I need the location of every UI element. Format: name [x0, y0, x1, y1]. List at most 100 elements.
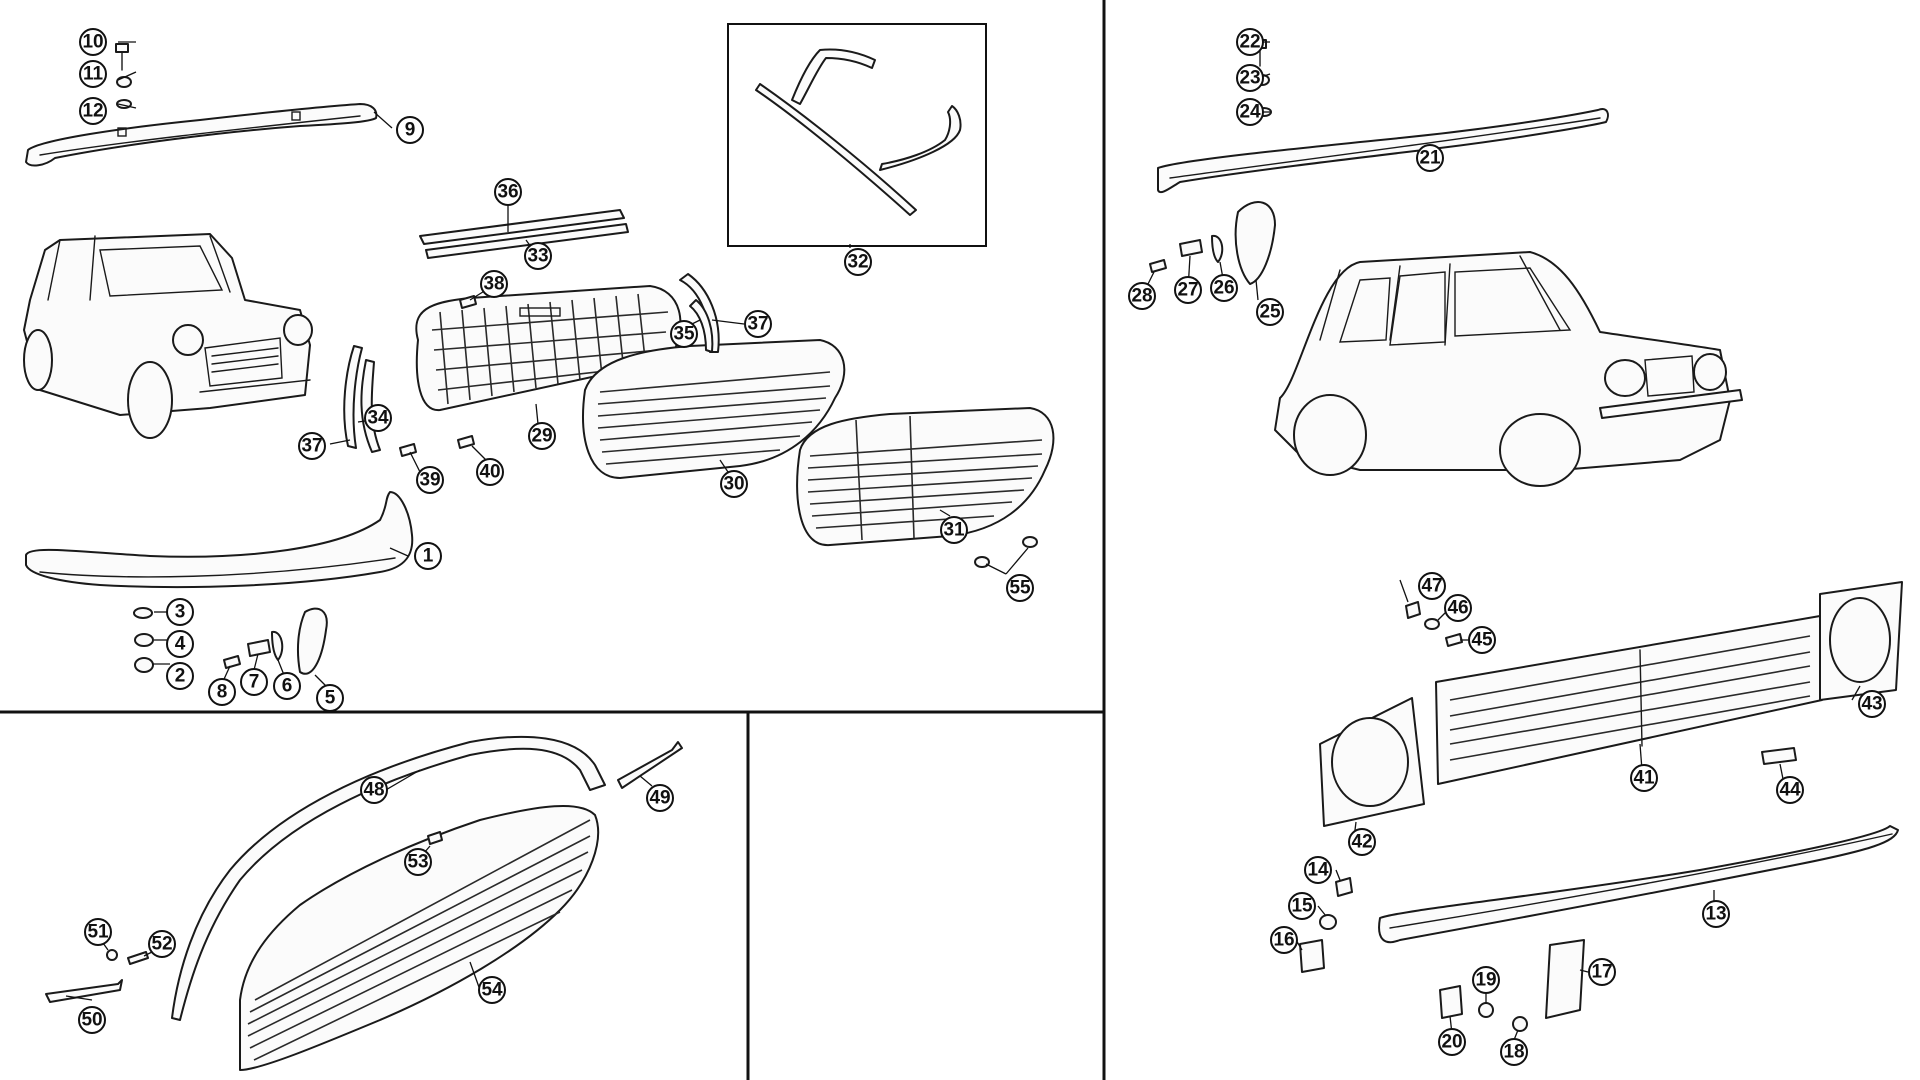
svg-text:22: 22 [1239, 32, 1260, 53]
front-bumper [25, 491, 414, 589]
screw-38 [399, 443, 417, 457]
svg-text:3: 3 [175, 602, 186, 623]
callout-8: 8 [208, 678, 236, 706]
callout-50: 50 [78, 1006, 106, 1034]
screw-52 [127, 951, 149, 965]
svg-text:47: 47 [1421, 576, 1442, 597]
spacer-27 [1179, 239, 1203, 257]
front-bumper-13 [1378, 825, 1899, 944]
trim-34 [360, 359, 381, 453]
svg-text:4: 4 [175, 634, 186, 655]
nut-2 [134, 657, 154, 673]
callout-33: 33 [524, 242, 552, 270]
callout-34: 34 [364, 404, 392, 432]
callout-30: 30 [720, 470, 748, 498]
callout-42: 42 [1348, 828, 1376, 856]
svg-text:49: 49 [649, 788, 670, 809]
svg-text:24: 24 [1239, 102, 1261, 123]
nut-19 [1478, 1002, 1494, 1018]
callout-53: 53 [404, 848, 432, 876]
callout-47: 47 [1418, 572, 1446, 600]
callout-26: 26 [1210, 274, 1238, 302]
overrider-5 [296, 607, 328, 675]
svg-text:48: 48 [363, 780, 384, 801]
reflector-44 [1761, 747, 1797, 765]
screw-53 [427, 831, 443, 845]
callout-16: 16 [1270, 926, 1298, 954]
svg-text:19: 19 [1475, 970, 1496, 991]
svg-text:18: 18 [1503, 1042, 1524, 1063]
callout-7: 7 [240, 668, 268, 696]
callout-22: 22 [1236, 28, 1264, 56]
callout-11: 11 [79, 60, 107, 88]
svg-text:41: 41 [1633, 768, 1655, 789]
car-clubman-illustration [1274, 251, 1743, 487]
svg-text:11: 11 [83, 64, 104, 85]
svg-text:35: 35 [673, 324, 695, 345]
inset-trims-32 [755, 48, 962, 216]
svg-text:23: 23 [1239, 68, 1260, 89]
svg-text:12: 12 [82, 101, 103, 122]
callout-4: 4 [166, 630, 194, 658]
car-front-illustration [23, 233, 313, 439]
callout-35: 35 [670, 320, 698, 348]
svg-text:36: 36 [497, 182, 518, 203]
svg-text:33: 33 [527, 246, 548, 267]
callout-51: 51 [84, 918, 112, 946]
svg-text:55: 55 [1009, 578, 1031, 599]
svg-text:17: 17 [1591, 962, 1612, 983]
callout-55: 55 [1006, 574, 1034, 602]
washer-3 [133, 607, 153, 619]
washer-18 [1512, 1016, 1528, 1032]
callout-27: 27 [1174, 276, 1202, 304]
svg-text:8: 8 [217, 682, 228, 703]
svg-text:39: 39 [419, 470, 440, 491]
spacer-7 [247, 639, 271, 657]
svg-text:7: 7 [249, 672, 260, 693]
callout-39: 38 [480, 270, 508, 298]
svg-text:9: 9 [405, 120, 416, 141]
bolt-28 [1149, 259, 1167, 273]
panel-17 [1545, 939, 1585, 1019]
svg-text:28: 28 [1131, 286, 1152, 307]
callout-36: 36 [494, 178, 522, 206]
grille-30 [582, 339, 846, 479]
callout-25: 25 [1256, 298, 1284, 326]
callout-13: 13 [1702, 900, 1730, 928]
trim-37a [343, 345, 363, 449]
svg-text:21: 21 [1419, 148, 1441, 169]
callout-24: 24 [1236, 98, 1264, 126]
callout-3: 3 [166, 598, 194, 626]
svg-text:46: 46 [1447, 598, 1468, 619]
callout-20: 20 [1438, 1028, 1466, 1056]
svg-text:37: 37 [747, 314, 768, 335]
svg-text:44: 44 [1779, 780, 1801, 801]
svg-text:51: 51 [87, 922, 109, 943]
callout-45: 45 [1468, 626, 1496, 654]
svg-text:16: 16 [1273, 930, 1294, 951]
svg-text:29: 29 [531, 426, 552, 447]
moulding-48 [171, 735, 606, 1021]
gasket-26 [1211, 234, 1224, 263]
svg-text:43: 43 [1861, 694, 1882, 715]
svg-text:1: 1 [423, 546, 434, 567]
callout-15: 15 [1288, 892, 1316, 920]
callout-21: 21 [1416, 144, 1444, 172]
callout-32: 32 [844, 248, 872, 276]
clip-51 [106, 949, 118, 961]
svg-text:2: 2 [175, 666, 186, 687]
svg-text:10: 10 [82, 32, 103, 53]
callout-1: 1 [414, 542, 442, 570]
clip-55b [1022, 536, 1038, 548]
grille-29 [415, 285, 682, 412]
callout-10: 10 [79, 28, 107, 56]
callout-23: 23 [1236, 64, 1264, 92]
svg-text:30: 30 [723, 474, 744, 495]
svg-text:31: 31 [943, 520, 965, 541]
svg-text:42: 42 [1351, 832, 1372, 853]
bush-16 [1299, 939, 1325, 973]
svg-text:52: 52 [151, 934, 172, 955]
svg-text:40: 40 [479, 462, 500, 483]
